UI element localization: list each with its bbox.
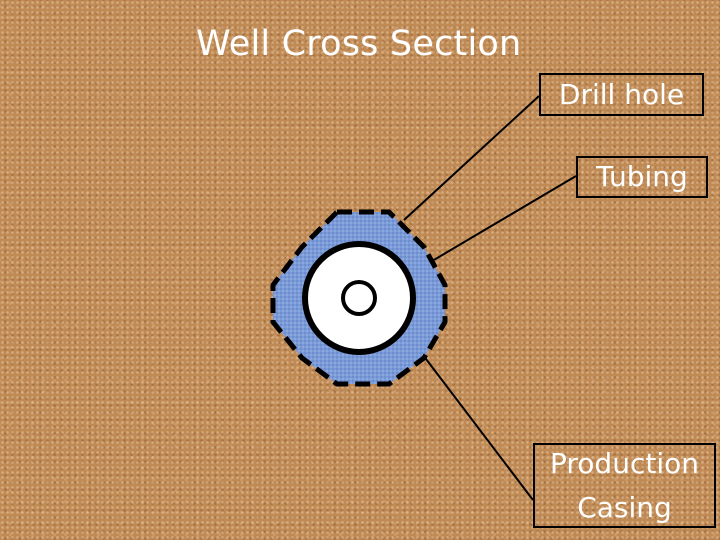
tubing-shape bbox=[341, 280, 377, 316]
tubing-label: Tubing bbox=[576, 156, 708, 198]
drill-hole-leader-line bbox=[403, 95, 540, 221]
drill-hole-label: Drill hole bbox=[539, 73, 704, 116]
production-casing-label: Production Casing bbox=[533, 443, 716, 528]
page-title: Well Cross Section bbox=[196, 24, 522, 64]
